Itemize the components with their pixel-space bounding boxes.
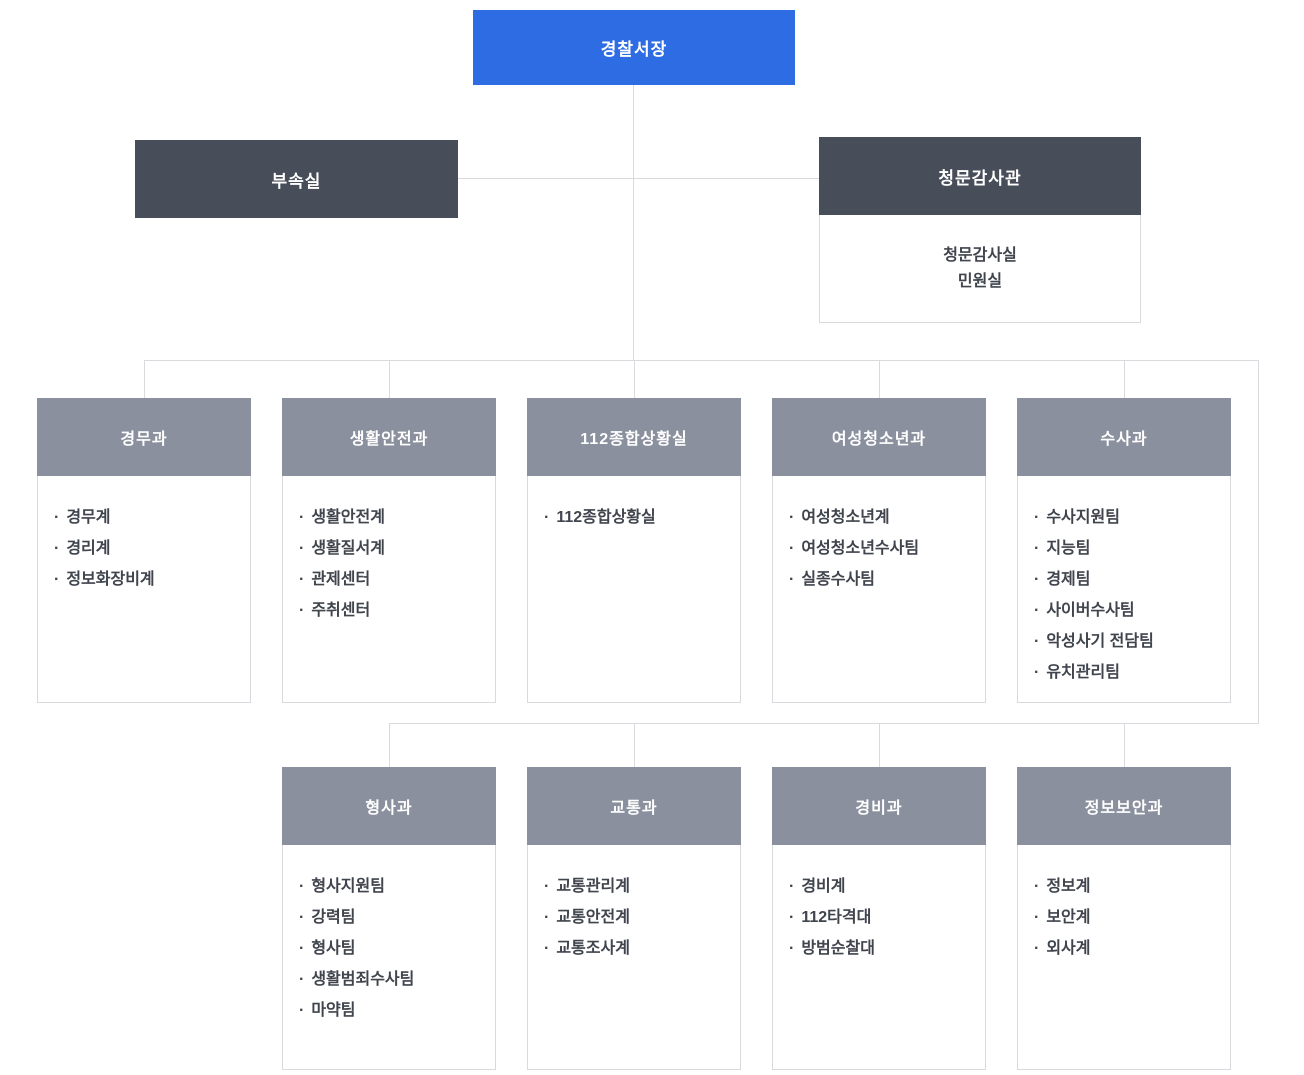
audit-officer-box: 청문감사관 bbox=[819, 137, 1141, 215]
connector-root-vertical bbox=[633, 85, 634, 360]
dept-item: 교통조사계 bbox=[544, 933, 730, 964]
dept-title: 생활안전과 bbox=[282, 398, 496, 476]
dept-item: 교통관리계 bbox=[544, 871, 730, 902]
dept-item: 여성청소년계 bbox=[789, 502, 975, 533]
dept-box-intelligence-security: 정보보안과 정보계 보안계 외사계 bbox=[1017, 767, 1231, 1070]
connector-row1-drop-5 bbox=[1124, 360, 1125, 398]
dept-title: 수사과 bbox=[1017, 398, 1231, 476]
dept-box-life-safety: 생활안전과 생활안전계 생활질서계 관제센터 주취센터 bbox=[282, 398, 496, 703]
connector-row2-drop-1 bbox=[389, 723, 390, 767]
dept-item: 마약팀 bbox=[299, 995, 485, 1026]
connector-row1-drop-1 bbox=[144, 360, 145, 398]
chief-box: 경찰서장 bbox=[473, 10, 795, 85]
dept-title: 경무과 bbox=[37, 398, 251, 476]
dept-title: 여성청소년과 bbox=[772, 398, 986, 476]
dept-item: 관제센터 bbox=[299, 564, 485, 595]
dept-item: 유치관리팀 bbox=[1034, 657, 1220, 688]
connector-row1-drop-3 bbox=[634, 360, 635, 398]
dept-box-general-affairs: 경무과 경무계 경리계 정보화장비계 bbox=[37, 398, 251, 703]
dept-item: 112타격대 bbox=[789, 902, 975, 933]
dept-title: 112종합상황실 bbox=[527, 398, 741, 476]
dept-item: 사이버수사팀 bbox=[1034, 595, 1220, 626]
connector-row2-bus bbox=[389, 723, 1259, 724]
dept-item: 정보화장비계 bbox=[54, 564, 240, 595]
dept-item: 여성청소년수사팀 bbox=[789, 533, 975, 564]
dept-item: 주취센터 bbox=[299, 595, 485, 626]
connector-right-vertical bbox=[1258, 360, 1259, 723]
dept-title: 정보보안과 bbox=[1017, 767, 1231, 845]
connector-level2-horizontal bbox=[458, 178, 819, 179]
dept-item: 방범순찰대 bbox=[789, 933, 975, 964]
audit-officer-subunits: 청문감사실 민원실 bbox=[819, 215, 1141, 323]
connector-row2-drop-3 bbox=[879, 723, 880, 767]
dept-box-security-guard: 경비과 경비계 112타격대 방범순찰대 bbox=[772, 767, 986, 1070]
dept-item: 경비계 bbox=[789, 871, 975, 902]
dept-box-112-control-room: 112종합상황실 112종합상황실 bbox=[527, 398, 741, 703]
connector-row2-drop-4 bbox=[1124, 723, 1125, 767]
dept-title: 형사과 bbox=[282, 767, 496, 845]
dept-title: 경비과 bbox=[772, 767, 986, 845]
dept-item: 경무계 bbox=[54, 502, 240, 533]
dept-box-traffic: 교통과 교통관리계 교통안전계 교통조사계 bbox=[527, 767, 741, 1070]
dept-item: 생활질서계 bbox=[299, 533, 485, 564]
dept-item: 지능팀 bbox=[1034, 533, 1220, 564]
dept-item: 경제팀 bbox=[1034, 564, 1220, 595]
dept-item: 정보계 bbox=[1034, 871, 1220, 902]
dept-item: 112종합상황실 bbox=[544, 502, 730, 533]
annex-office-box: 부속실 bbox=[135, 140, 458, 218]
dept-item: 생활범죄수사팀 bbox=[299, 964, 485, 995]
connector-row1-drop-2 bbox=[389, 360, 390, 398]
dept-item: 보안계 bbox=[1034, 902, 1220, 933]
dept-item: 형사팀 bbox=[299, 933, 485, 964]
dept-item: 실종수사팀 bbox=[789, 564, 975, 595]
dept-item: 악성사기 전담팀 bbox=[1034, 626, 1220, 657]
dept-item: 생활안전계 bbox=[299, 502, 485, 533]
dept-item: 경리계 bbox=[54, 533, 240, 564]
connector-row1-drop-4 bbox=[879, 360, 880, 398]
connector-row1-bus bbox=[144, 360, 1258, 361]
dept-item: 수사지원팀 bbox=[1034, 502, 1220, 533]
connector-row2-drop-2 bbox=[634, 723, 635, 767]
dept-box-criminal-affairs: 형사과 형사지원팀 강력팀 형사팀 생활범죄수사팀 마약팀 bbox=[282, 767, 496, 1070]
dept-title: 교통과 bbox=[527, 767, 741, 845]
dept-item: 강력팀 bbox=[299, 902, 485, 933]
dept-item: 교통안전계 bbox=[544, 902, 730, 933]
dept-item: 형사지원팀 bbox=[299, 871, 485, 902]
dept-item: 외사계 bbox=[1034, 933, 1220, 964]
dept-box-investigation: 수사과 수사지원팀 지능팀 경제팀 사이버수사팀 악성사기 전담팀 유치관리팀 bbox=[1017, 398, 1231, 703]
dept-box-women-youth: 여성청소년과 여성청소년계 여성청소년수사팀 실종수사팀 bbox=[772, 398, 986, 703]
